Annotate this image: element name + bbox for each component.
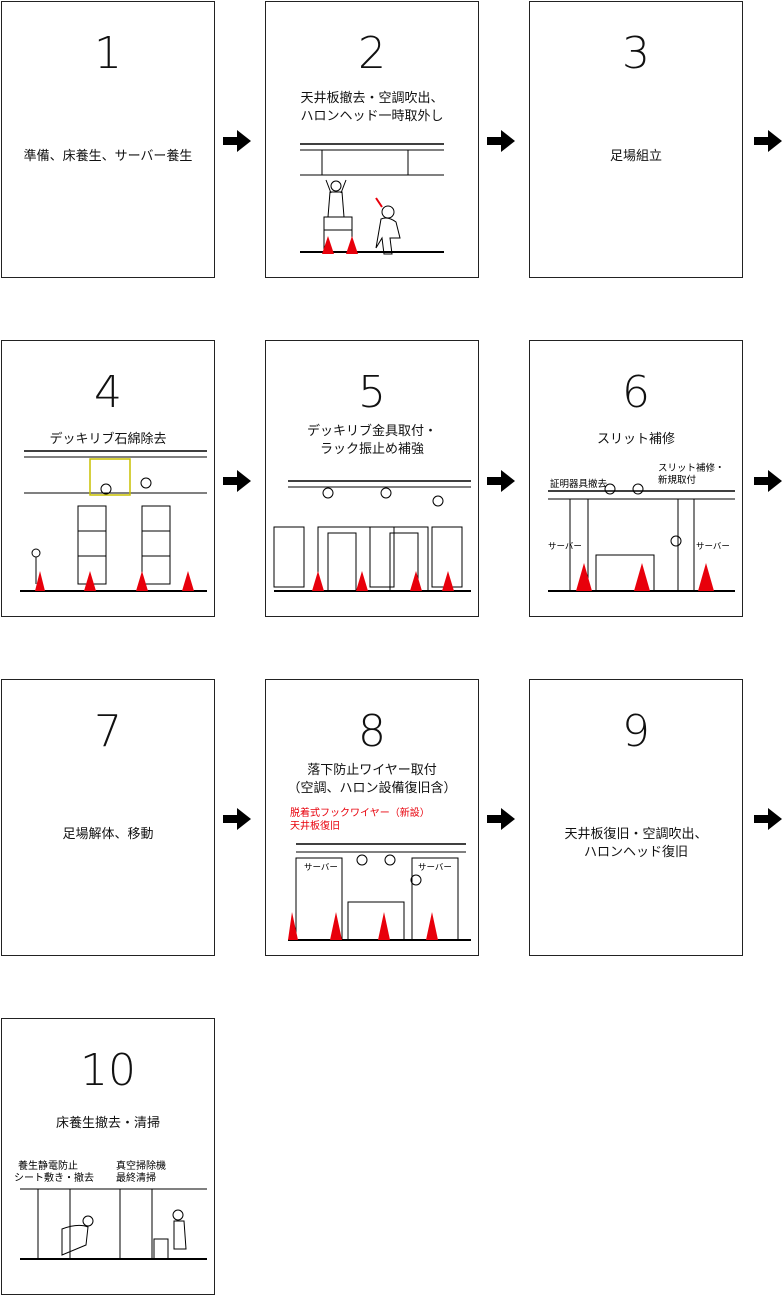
step-number: 9: [622, 706, 650, 757]
server-label: サーバー: [418, 863, 452, 873]
step-title: デッキリブ石綿除去: [49, 432, 167, 447]
arrow-right-icon: [223, 130, 251, 152]
step-number: 5: [358, 367, 386, 418]
step-card-9: 9 天井板復旧・空調吹出、 ハロンヘッド復旧: [529, 679, 743, 956]
step-illustration: 脱着式フックワイヤー（新設） 天井板復旧 サーバー サーバー: [288, 806, 471, 941]
server-label: サーバー: [696, 542, 730, 552]
annotation-label: 証明器具撤去: [550, 478, 608, 490]
step-number: 2: [358, 28, 386, 79]
step-title: 足場解体、移動: [62, 827, 154, 842]
step-illustration: [273, 480, 471, 592]
annotation-label: 真空掃除機: [116, 1159, 166, 1172]
step-card-5: 5 デッキリブ金具取付・ ラック振止め補強: [265, 340, 479, 617]
annotation-label: 養生静電防止: [18, 1159, 78, 1172]
step-number: 4: [94, 367, 122, 418]
step-illustration: 養生静電防止 シート敷き・撤去 真空掃除機 最終清掃: [14, 1159, 207, 1260]
step-title: 天井板復旧・空調吹出、 ハロンヘッド復旧: [564, 827, 708, 860]
step-title: スリット補修: [596, 432, 675, 447]
arrow-right-icon: [223, 808, 251, 830]
step-number: 1: [94, 28, 122, 79]
step-number: 8: [358, 706, 386, 757]
annotation-label: 新規取付: [658, 474, 697, 486]
annotation-label: シート敷き・撤去: [14, 1171, 94, 1184]
arrow-right-icon: [754, 470, 782, 492]
step-illustration: 証明器具撤去 スリット補修・ 新規取付 サーバー サーバー: [548, 462, 735, 592]
step-title: 落下防止ワイヤー取付 （空調、ハロン設備復旧含）: [287, 763, 457, 796]
step-title: 床養生撤去・清掃: [55, 1116, 160, 1131]
step-number: 10: [80, 1045, 136, 1096]
step-number: 7: [94, 706, 122, 757]
step-card-10: 10 床養生撤去・清掃 養生静電防止 シート敷き・撤去 真空掃除機 最終清掃: [1, 1018, 215, 1295]
arrow-right-icon: [754, 130, 782, 152]
step-number: 6: [622, 367, 650, 418]
step-title: 天井板撤去・空調吹出、 ハロンヘッド一時取外し: [300, 91, 444, 124]
step-card-8: 8 落下防止ワイヤー取付 （空調、ハロン設備復旧含） 脱着式フックワイヤー（新設…: [265, 679, 479, 956]
annotation-label: スリット補修・: [658, 462, 725, 474]
annotation-red: 天井板復旧: [290, 819, 340, 832]
step-card-4: 4 デッキリブ石綿除去: [1, 340, 215, 617]
arrow-right-icon: [487, 130, 515, 152]
step-card-7: 7 足場解体、移動: [1, 679, 215, 956]
step-card-3: 3 足場組立: [529, 1, 743, 278]
step-number: 3: [622, 28, 650, 79]
step-card-6: 6 スリット補修 証明器具撤去 スリット補修・ 新規取付 サーバー サーバー: [529, 340, 743, 617]
server-label: サーバー: [304, 863, 338, 873]
arrow-right-icon: [487, 808, 515, 830]
annotation-label: 最終清掃: [116, 1171, 156, 1184]
step-title: 準備、床養生、サーバー養生: [23, 149, 193, 164]
annotation-red: 脱着式フックワイヤー（新設）: [290, 806, 430, 819]
step-illustration: [300, 143, 444, 255]
step-illustration: [20, 450, 207, 592]
step-card-2: 2 天井板撤去・空調吹出、 ハロンヘッド一時取外し: [265, 1, 479, 278]
arrow-right-icon: [754, 808, 782, 830]
step-title: 足場組立: [609, 149, 662, 164]
arrow-right-icon: [223, 470, 251, 492]
step-card-1: 1 準備、床養生、サーバー養生: [1, 1, 215, 278]
server-label: サーバー: [548, 542, 582, 552]
arrow-right-icon: [487, 470, 515, 492]
step-title: デッキリブ金具取付・ ラック振止め補強: [306, 424, 437, 457]
